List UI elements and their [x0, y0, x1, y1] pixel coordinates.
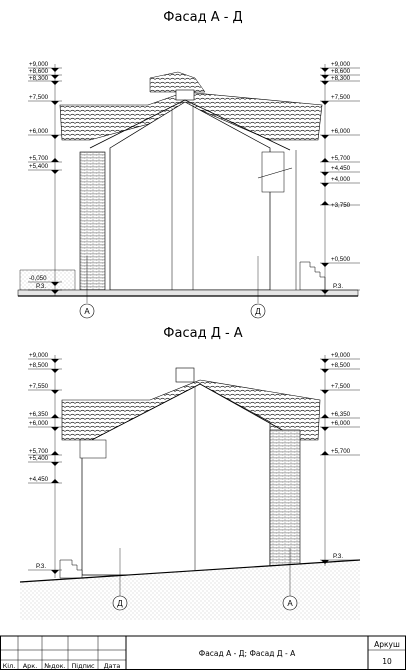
level-label: +8,300 [331, 75, 351, 82]
level-label: -0,050 [29, 275, 47, 282]
axis-label: А [84, 307, 90, 316]
level-label: +6,000 [29, 420, 49, 427]
level-label: +9,000 [29, 61, 49, 68]
level-label: +9,000 [331, 61, 351, 68]
stamp-col-label: Підпис [71, 662, 95, 670]
level-label: +7,500 [331, 94, 351, 101]
level-label: +8,500 [331, 362, 351, 369]
level-label: Р.З. [333, 283, 343, 290]
level-label: Р.З. [36, 283, 46, 290]
level-label: +7,550 [29, 383, 49, 390]
axis-label: Д [117, 599, 123, 608]
level-label: +7,500 [29, 94, 49, 101]
facade-2-right-levels: +9,000 +8,500 +7,500 +6,350 +6,000 +5,70… [331, 352, 351, 560]
level-label: +8,500 [29, 362, 49, 369]
stamp-col-label: Кіл. [3, 662, 16, 670]
level-label: +4,450 [29, 476, 49, 483]
facade-2-left-levels: +9,000 +8,500 +7,550 +6,350 +6,000 +5,70… [29, 352, 49, 570]
level-label: +3,750 [331, 202, 351, 209]
facade-1-left-levels: +9,000 +8,600 +8,300 +7,500 +6,000 +5,70… [29, 61, 49, 290]
level-label: +5,700 [29, 448, 49, 455]
axis-label: А [287, 599, 293, 608]
facade-1-right-levels: +9,000 +8,600 +8,300 +7,500 +6,000 +5,70… [331, 61, 351, 290]
level-label: +6,000 [29, 128, 49, 135]
level-label: +6,350 [331, 411, 351, 418]
sheet-title: Фасад А - Д; Фасад Д - А [199, 649, 296, 658]
level-label: +9,000 [331, 352, 351, 359]
level-label: +5,700 [331, 448, 351, 455]
axis-labels: А Д Д А [84, 307, 293, 608]
level-label: +8,600 [331, 68, 351, 75]
level-label: Р.З. [36, 563, 46, 570]
axis-label: Д [255, 307, 261, 316]
level-label: +7,500 [331, 383, 351, 390]
stamp-col-label: Дата [104, 662, 121, 670]
sheet-number: 10 [382, 657, 392, 666]
stamp-col-label: №док. [43, 662, 65, 670]
level-label: Р.З. [333, 553, 343, 560]
level-label: +8,600 [29, 68, 49, 75]
level-label: +5,700 [331, 155, 351, 162]
level-label: +8,300 [29, 75, 49, 82]
stamp-columns: Кіл. Арк. №док. Підпис Дата [3, 662, 121, 670]
level-label: +4,450 [331, 165, 351, 172]
level-label: +5,400 [29, 455, 49, 462]
stamp-col-label: Арк. [23, 662, 38, 670]
level-label: +4,000 [331, 176, 351, 183]
facade-title-1: Фасад А - Д [163, 10, 243, 25]
level-label: +5,400 [29, 163, 49, 170]
level-label: +6,350 [29, 411, 49, 418]
level-label: +6,000 [331, 420, 351, 427]
level-label: +6,000 [331, 128, 351, 135]
level-label: +0,500 [331, 256, 351, 263]
level-label: +5,700 [29, 155, 49, 162]
facade-2-drawing [19, 355, 361, 620]
level-label: +9,000 [29, 352, 49, 359]
facade-1-drawing [17, 64, 360, 319]
sheet-label: Аркуш [374, 640, 400, 649]
facade-title-2: Фасад Д - А [163, 326, 243, 341]
